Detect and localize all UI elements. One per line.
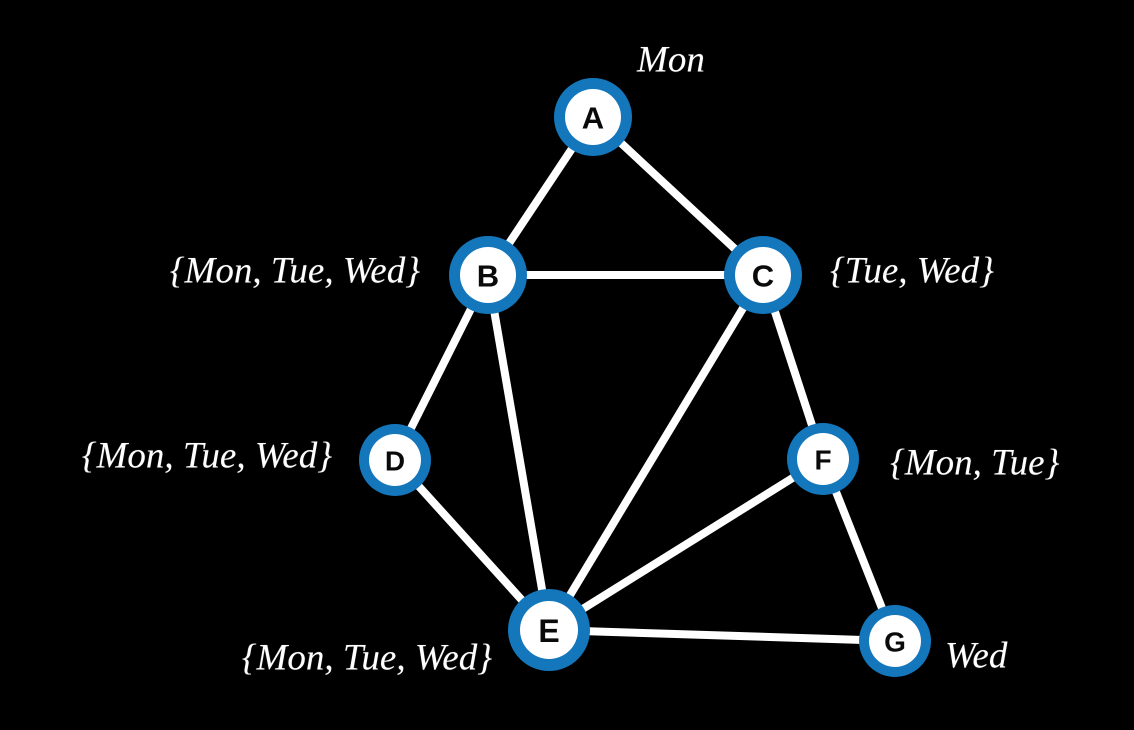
node-disc-a [565, 89, 621, 145]
domain-label-g: Wed [945, 635, 1008, 677]
node-layer: A B C D E F G [359, 78, 931, 677]
domain-label-f: {Mon, Tue} [890, 442, 1060, 484]
node-letter-d: D [385, 446, 405, 477]
domain-label-a: Mon [637, 39, 705, 81]
node-letter-g: G [884, 627, 906, 658]
graph-node-e[interactable]: E [508, 589, 590, 671]
domain-label-d: {Mon, Tue, Wed} [81, 435, 332, 477]
node-disc-c [735, 247, 791, 303]
graph-edge-b-e [484, 274, 553, 631]
node-letter-c: C [752, 259, 774, 294]
node-disc-e [520, 601, 578, 659]
graph-edge-e-g [548, 626, 896, 645]
domain-label-c: {Tue, Wed} [830, 250, 994, 292]
node-disc-g [869, 615, 921, 667]
graph-node-a[interactable]: A [554, 78, 632, 156]
graph-node-d[interactable]: D [359, 424, 431, 496]
node-disc-f [797, 433, 849, 485]
edge-layer [391, 114, 899, 645]
node-letter-f: F [814, 445, 831, 476]
graph-node-c[interactable]: C [724, 236, 802, 314]
node-disc-d [369, 434, 421, 486]
domain-label-e: {Mon, Tue, Wed} [241, 637, 492, 679]
graph-node-f[interactable]: F [787, 423, 859, 495]
node-letter-b: B [477, 259, 499, 294]
graph-node-b[interactable]: B [449, 236, 527, 314]
graph-edge-e-f [546, 455, 826, 634]
node-letter-e: E [538, 613, 559, 649]
graph-edge-c-e [545, 272, 767, 633]
domain-label-b: {Mon, Tue, Wed} [169, 250, 420, 292]
node-disc-b [460, 247, 516, 303]
node-letter-a: A [582, 101, 604, 136]
graph-node-g[interactable]: G [859, 605, 931, 677]
